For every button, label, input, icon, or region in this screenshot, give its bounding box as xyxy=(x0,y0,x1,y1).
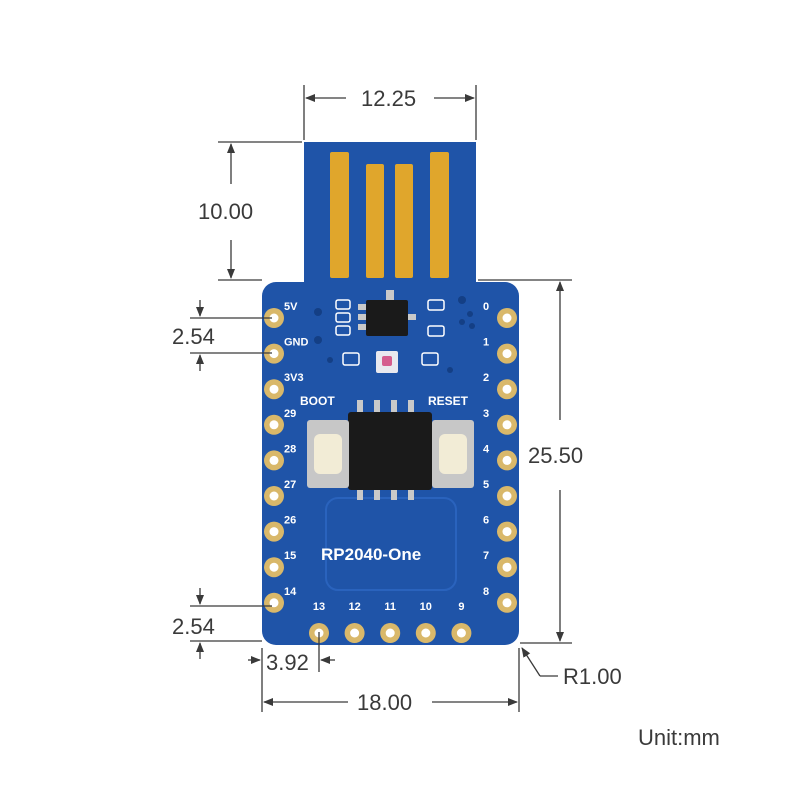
right-pin-label: 2 xyxy=(483,372,489,384)
dim-usb-length xyxy=(218,141,302,281)
boot-label: BOOT xyxy=(300,394,335,408)
vias xyxy=(314,296,475,373)
castellated-pad xyxy=(264,592,284,613)
dim-usb-width xyxy=(303,85,477,140)
castellated-pad xyxy=(497,343,517,364)
castellated-pad xyxy=(264,486,284,506)
right-castellations xyxy=(497,308,517,613)
left-pin-label: 14 xyxy=(284,586,297,598)
bottom-pin-label: 12 xyxy=(348,601,360,613)
dim-corner-radius xyxy=(521,647,558,677)
dim-usb-length-label: 10.00 xyxy=(198,199,253,224)
castellated-pad xyxy=(497,486,517,506)
dim-board-length xyxy=(478,279,572,644)
castellated-pad xyxy=(264,308,284,328)
usb-contact xyxy=(330,152,349,278)
right-pin-label: 6 xyxy=(483,515,489,527)
reset-label: RESET xyxy=(428,394,469,408)
usb-contacts xyxy=(330,152,449,278)
left-pin-label: 26 xyxy=(284,515,296,527)
castellated-pad xyxy=(264,343,284,364)
castellated-pad xyxy=(415,623,436,643)
dim-pin-pitch-top xyxy=(190,300,272,371)
unit-label: Unit:mm xyxy=(638,725,720,750)
usb-plug xyxy=(304,142,476,282)
castellated-pad xyxy=(497,557,517,578)
dim-bottom-offset-label: 3.92 xyxy=(266,650,309,675)
castellated-pad xyxy=(264,450,284,471)
rp2040-chip xyxy=(348,400,432,500)
right-pin-label: 3 xyxy=(483,408,489,420)
dim-board-length-label: 25.50 xyxy=(528,443,583,468)
right-pin-label: 1 xyxy=(483,337,489,349)
castellated-pad xyxy=(344,623,365,643)
dim-usb-width-label: 12.25 xyxy=(361,86,416,111)
passive-components xyxy=(335,299,445,366)
left-pin-label: 29 xyxy=(284,408,296,420)
usb-contact xyxy=(430,152,449,278)
left-pin-label: 15 xyxy=(284,550,296,562)
castellated-pad xyxy=(264,379,284,400)
bottom-pin-label: 13 xyxy=(313,601,325,613)
dim-pin-pitch-top-label: 2.54 xyxy=(172,324,215,349)
right-pin-label: 8 xyxy=(483,586,489,598)
reset-button[interactable] xyxy=(432,420,474,488)
dim-board-width xyxy=(263,648,520,712)
left-pin-label: 28 xyxy=(284,443,296,455)
bottom-pin-labels: 13 12 11 10 9 xyxy=(313,601,465,613)
right-pin-label: 5 xyxy=(483,479,489,491)
castellated-pad xyxy=(497,450,517,471)
castellated-pad xyxy=(264,414,284,435)
right-pin-label: 7 xyxy=(483,550,489,562)
castellated-pad xyxy=(497,521,517,542)
left-pin-label: 3V3 xyxy=(284,372,304,384)
castellated-pad xyxy=(497,414,517,435)
castellated-pad xyxy=(497,379,517,400)
dim-board-width-label: 18.00 xyxy=(357,690,412,715)
dim-corner-radius-label: R1.00 xyxy=(563,664,622,689)
left-pin-labels: 5V GND 3V3 29 28 27 26 15 14 xyxy=(284,301,309,598)
dim-pin-pitch-bottom-label: 2.54 xyxy=(172,614,215,639)
castellated-pad xyxy=(264,557,284,578)
usb-contact xyxy=(395,164,413,278)
dim-bottom-offset xyxy=(248,632,335,712)
boot-button[interactable] xyxy=(307,420,349,488)
left-pin-label: GND xyxy=(284,337,309,349)
right-pin-label: 4 xyxy=(483,443,490,455)
left-pin-label: 27 xyxy=(284,479,296,491)
bottom-pin-label: 10 xyxy=(420,601,432,613)
bottom-castellations xyxy=(309,623,472,643)
castellated-pad xyxy=(497,308,517,328)
right-pin-label: 0 xyxy=(483,301,489,313)
dim-pin-pitch-bottom xyxy=(190,588,272,659)
bottom-pin-label: 9 xyxy=(458,601,464,613)
bottom-pin-label: 11 xyxy=(384,601,396,613)
regulator-chip xyxy=(358,290,416,336)
left-pin-label: 5V xyxy=(284,301,298,313)
usb-contact xyxy=(366,164,384,278)
castellated-pad xyxy=(497,592,517,613)
castellated-pad xyxy=(451,623,472,643)
right-pin-labels: 0 1 2 3 4 5 6 7 8 xyxy=(483,301,490,598)
castellated-pad xyxy=(264,521,284,542)
castellated-pad xyxy=(380,623,401,643)
board-name: RP2040-One xyxy=(321,545,421,564)
left-castellations xyxy=(264,308,284,613)
rgb-led xyxy=(376,351,398,373)
